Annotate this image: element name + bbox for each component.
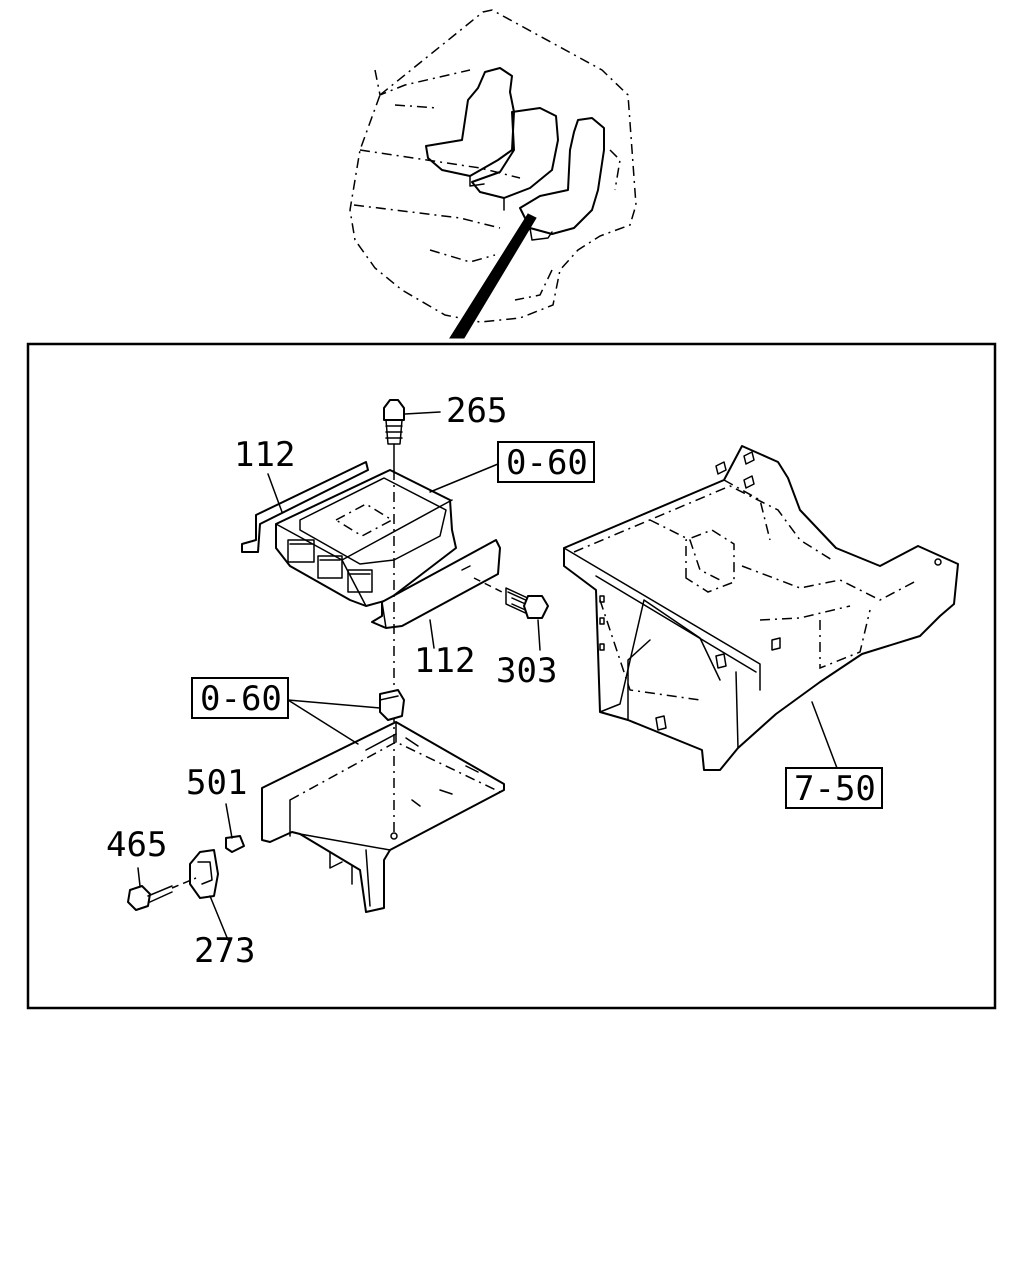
floor-structure xyxy=(563,445,959,777)
ref-box-7-50 xyxy=(785,767,883,809)
ref-box-0-60-upper xyxy=(497,441,595,483)
callout-112-bottom: 112 xyxy=(414,641,475,681)
bolt-303 xyxy=(473,577,549,651)
detail-frame xyxy=(26,342,997,1010)
ref-0-60-lower: 0-60 xyxy=(200,679,282,719)
callout-265: 265 xyxy=(446,391,507,431)
callout-465: 465 xyxy=(106,825,167,865)
callout-303: 303 xyxy=(496,651,557,691)
callout-501: 501 xyxy=(186,763,247,803)
ref-box-0-60-lower xyxy=(191,677,289,719)
nut-0-60 xyxy=(287,689,405,745)
mounting-plate xyxy=(261,721,505,913)
bolt-465 xyxy=(127,867,197,911)
ref-0-60-upper: 0-60 xyxy=(506,443,588,483)
callout-112-top: 112 xyxy=(234,435,295,475)
cab-overview xyxy=(349,9,637,339)
clamp-273 xyxy=(189,849,229,941)
clip-501 xyxy=(225,803,245,853)
stud-265 xyxy=(383,399,441,471)
ref-7-50: 7-50 xyxy=(794,769,876,809)
ecu-assembly xyxy=(241,461,501,629)
callout-273: 273 xyxy=(194,931,255,971)
